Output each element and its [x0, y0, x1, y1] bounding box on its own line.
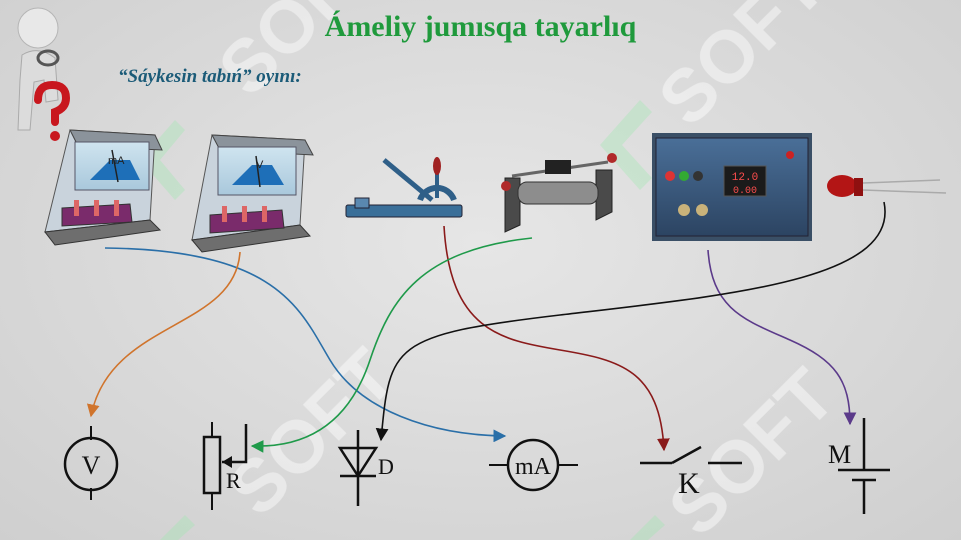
switch-symbol: K — [640, 445, 742, 500]
rheostat-symbol-label: R — [226, 468, 241, 493]
diode-symbol-label: D — [378, 454, 394, 479]
diode-symbol: D — [337, 430, 394, 506]
connection-led-to-diode — [375, 201, 886, 442]
connection-lines — [86, 201, 886, 453]
watermark-logo — [630, 515, 665, 540]
voltmeter-symbol-label: V — [82, 451, 101, 480]
voltmeter-symbol: V — [63, 426, 119, 500]
connection-rheostat-to-rheostat — [250, 237, 533, 453]
voltmeter-device: V — [191, 134, 314, 253]
watermark-logo — [140, 120, 185, 200]
ammeter-scale-label: mA — [108, 155, 125, 167]
milliammeter-symbol: mA — [489, 438, 578, 492]
connection-power-supply-to-battery — [707, 249, 857, 426]
battery-symbol-label: M — [828, 440, 851, 469]
battery-symbol: M — [828, 418, 890, 514]
milliammeter-symbol-label: mA — [515, 454, 552, 480]
led-device — [827, 175, 947, 197]
slide-subtitle: “Sáykesin tabıń” oyını: — [118, 66, 302, 87]
knife-switch-device — [345, 157, 463, 218]
connection-knife-switch-to-switch — [443, 225, 670, 452]
rheostat-symbol: R — [202, 422, 248, 510]
power-supply-device: 12.0 0.00 — [652, 133, 812, 241]
switch-symbol-label: K — [678, 467, 700, 500]
connection-ammeter-to-milliammeter — [104, 247, 507, 443]
watermark-logo — [600, 100, 652, 190]
slide-title: Ámeliy jumısqa tayarlıq — [324, 10, 637, 43]
psu-display-voltage: 12.0 — [732, 172, 758, 184]
rheostat-device — [501, 153, 617, 233]
psu-display-current: 0.00 — [733, 186, 757, 197]
ammeter-device: mA — [44, 129, 163, 246]
thinking-figure-icon — [17, 7, 71, 141]
voltmeter-scale-label: V — [256, 159, 264, 171]
watermark-logo — [160, 515, 195, 540]
connection-voltmeter-to-voltmeter — [86, 251, 241, 418]
